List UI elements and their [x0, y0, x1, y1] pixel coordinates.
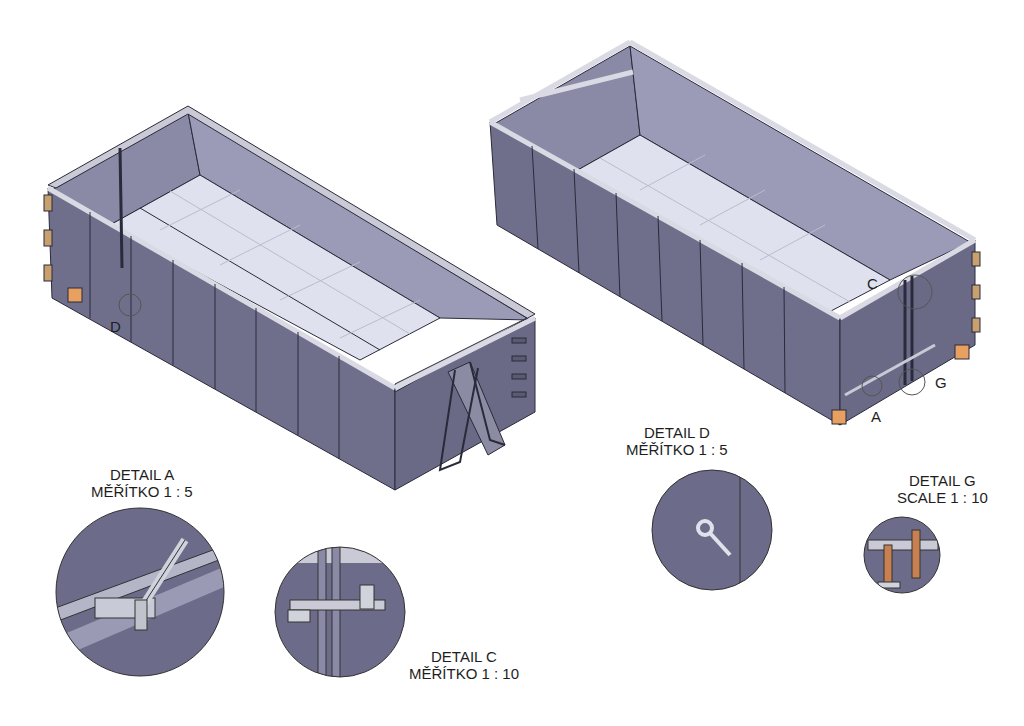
right-container [490, 42, 980, 425]
callout-letter: D [110, 318, 121, 335]
detail-c-view [270, 545, 410, 685]
detail-title: DETAIL C [431, 648, 497, 665]
callout-letter: G [935, 374, 947, 391]
scale-note: MĚŘÍTKO 1 : 10 [409, 665, 519, 682]
scale-note: MĚŘÍTKO 1 : 5 [626, 441, 728, 458]
callout-letter: C [867, 275, 878, 292]
detail-d-view [650, 468, 775, 593]
detail-title: DETAIL A [110, 466, 174, 483]
left-container [44, 106, 535, 490]
detail-g-view [862, 516, 942, 596]
detail-title: DETAIL G [909, 472, 976, 489]
callout-letter: A [871, 408, 881, 425]
scale-note: MĚŘÍTKO 1 : 5 [91, 483, 193, 500]
detail-a-view [50, 500, 240, 690]
scale-note: SCALE 1 : 10 [897, 489, 988, 506]
detail-title: DETAIL D [644, 424, 710, 441]
